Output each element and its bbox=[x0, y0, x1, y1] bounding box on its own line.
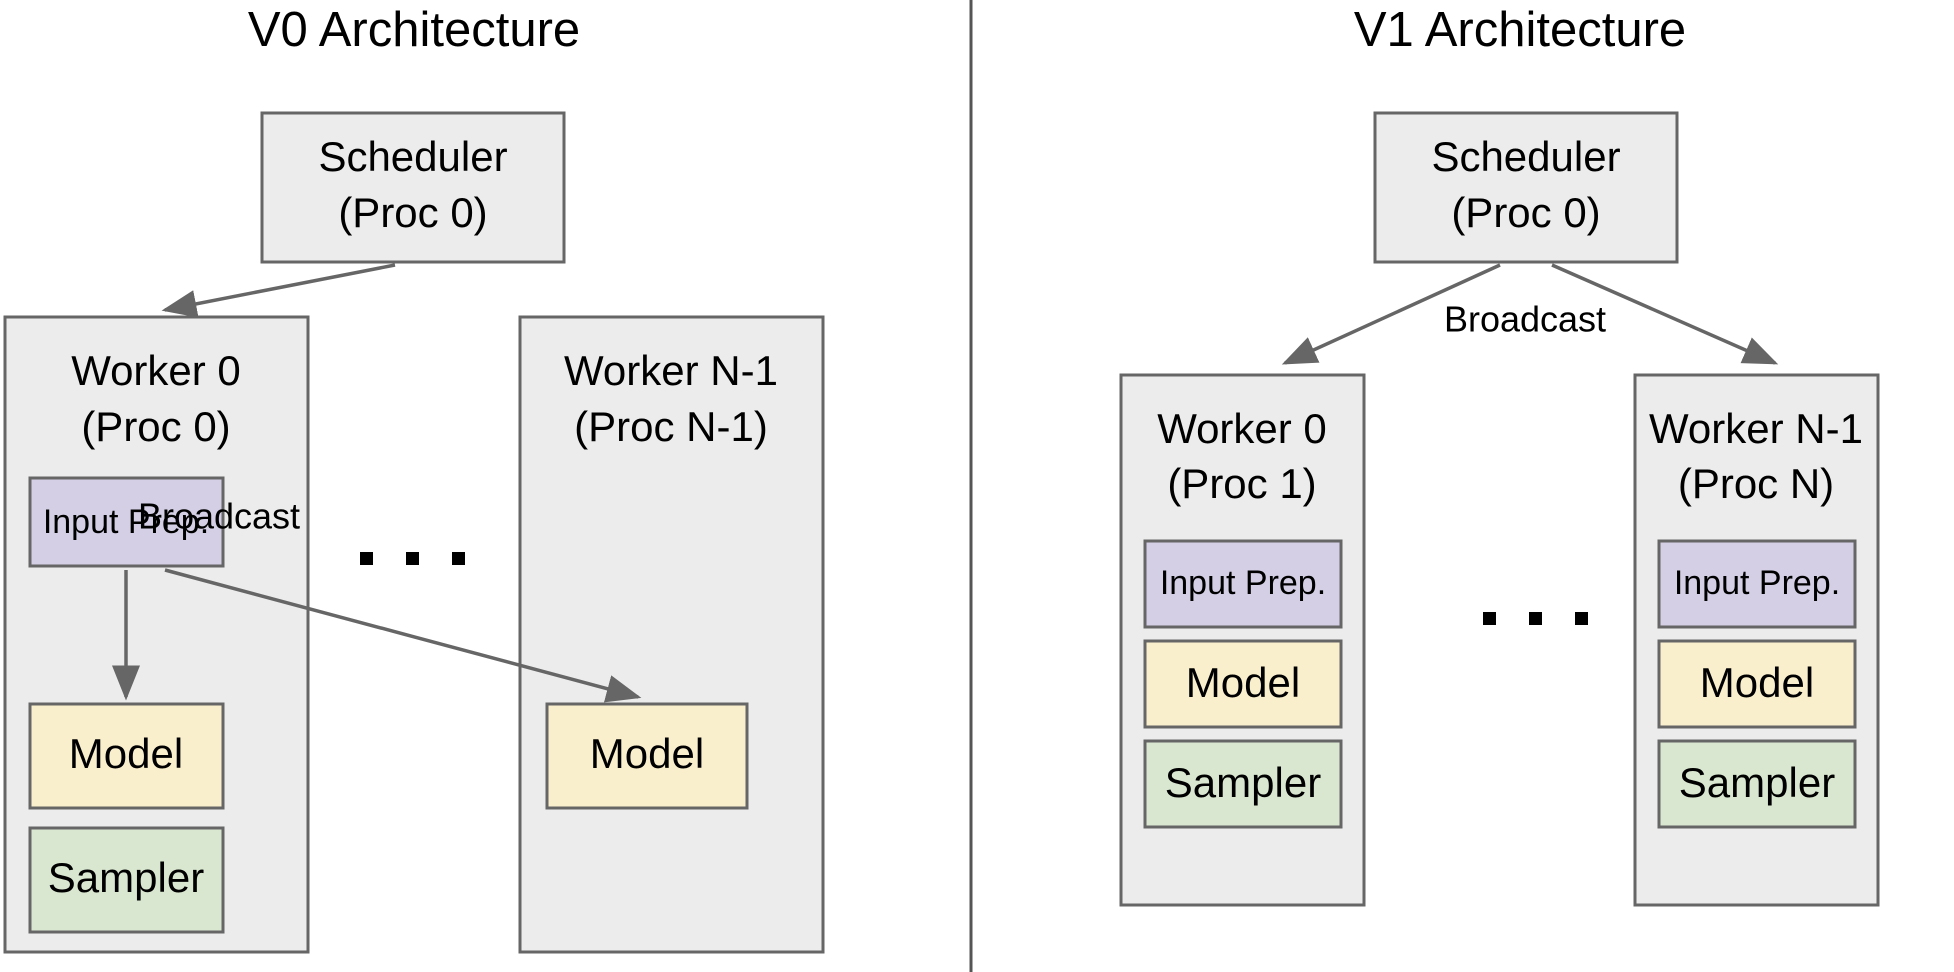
v0-ellipsis-dot-1 bbox=[360, 552, 373, 565]
v0-ellipsis-dot-3 bbox=[452, 552, 465, 565]
v1-ellipsis-dot-3 bbox=[1575, 612, 1588, 625]
v1-worker-n1-input-prep-node[interactable]: Input Prep. bbox=[1657, 539, 1857, 629]
v1-ellipsis bbox=[1483, 612, 1588, 625]
v0-scheduler-box[interactable] bbox=[260, 111, 566, 264]
v1-worker-0-label-line2: (Proc 1) bbox=[1167, 460, 1316, 507]
v0-worker-0-input-prep-label: Input Prep. bbox=[43, 503, 209, 541]
v1-scheduler-node[interactable]: Scheduler (Proc 0) bbox=[1373, 111, 1679, 264]
v1-worker-0-input-prep-label: Input Prep. bbox=[1160, 564, 1326, 602]
v1-worker-n1-node[interactable]: Worker N-1 (Proc N) Input Prep. Model Sa… bbox=[1633, 373, 1880, 907]
v1-worker-0-model-label: Model bbox=[1186, 659, 1300, 706]
v0-worker-n1-label-line1: Worker N-1 bbox=[564, 347, 778, 394]
v0-worker-n1-node[interactable]: Worker N-1 (Proc N-1) Model bbox=[518, 315, 825, 954]
v1-worker-0-sampler-label: Sampler bbox=[1165, 759, 1321, 806]
v1-worker-n1-sampler-node[interactable]: Sampler bbox=[1657, 739, 1857, 829]
panel-v1: V1 Architecture Scheduler (Proc 0) Broad… bbox=[1119, 3, 1880, 907]
v0-scheduler-label-line2: (Proc 0) bbox=[338, 189, 487, 236]
v1-worker-n1-model-label: Model bbox=[1700, 659, 1814, 706]
v0-worker-0-model-node[interactable]: Model bbox=[28, 702, 225, 810]
v1-worker-n1-label-line1: Worker N-1 bbox=[1649, 405, 1863, 452]
v1-worker-n1-model-box[interactable] bbox=[1657, 639, 1857, 729]
v1-worker-n1-sampler-label: Sampler bbox=[1679, 759, 1835, 806]
v1-worker-0-input-prep-box[interactable] bbox=[1143, 539, 1343, 629]
v0-worker-n1-model-node[interactable]: Model bbox=[545, 702, 749, 810]
v1-worker-0-sampler-node[interactable]: Sampler bbox=[1143, 739, 1343, 829]
v0-worker-0-model-label: Model bbox=[69, 730, 183, 777]
v1-scheduler-label-line2: (Proc 0) bbox=[1451, 189, 1600, 236]
v1-scheduler-label-line1: Scheduler bbox=[1431, 133, 1620, 180]
v0-edge-scheduler-to-worker0 bbox=[161, 263, 396, 318]
v0-ellipsis-dot-2 bbox=[406, 552, 419, 565]
v1-worker-n1-input-prep-label: Input Prep. bbox=[1674, 564, 1840, 602]
v1-worker-n1-sampler-box[interactable] bbox=[1657, 739, 1857, 829]
v1-worker-0-sampler-box[interactable] bbox=[1143, 739, 1343, 829]
v1-worker-n1-model-node[interactable]: Model bbox=[1657, 639, 1857, 729]
v1-worker-0-model-box[interactable] bbox=[1143, 639, 1343, 729]
v1-scheduler-box[interactable] bbox=[1373, 111, 1679, 264]
v0-worker-n1-model-box[interactable] bbox=[545, 702, 749, 810]
v0-worker-n1-model-label: Model bbox=[590, 730, 704, 777]
v0-scheduler-node[interactable]: Scheduler (Proc 0) bbox=[260, 111, 566, 264]
v0-broadcast-label: Broadcast bbox=[138, 496, 300, 537]
v0-worker-0-node[interactable]: Worker 0 (Proc 0) Input Prep. Model Samp… bbox=[3, 315, 310, 954]
v1-ellipsis-dot-2 bbox=[1529, 612, 1542, 625]
v0-ellipsis bbox=[360, 552, 465, 565]
v0-worker-0-sampler-label: Sampler bbox=[48, 854, 204, 901]
v0-worker-0-sampler-node[interactable]: Sampler bbox=[28, 826, 225, 934]
v1-worker-n1-input-prep-box[interactable] bbox=[1657, 539, 1857, 629]
v0-worker-n1-label-line2: (Proc N-1) bbox=[574, 403, 768, 450]
v0-worker-0-sampler-box[interactable] bbox=[28, 826, 225, 934]
v1-worker-0-label-line1: Worker 0 bbox=[1157, 405, 1327, 452]
v1-edge-scheduler-to-worker0 bbox=[1281, 263, 1501, 365]
v0-scheduler-label-line1: Scheduler bbox=[318, 133, 507, 180]
v0-worker-0-input-prep-box[interactable] bbox=[28, 476, 225, 568]
v1-edge-scheduler-to-workern1 bbox=[1551, 263, 1779, 365]
v1-broadcast-label: Broadcast bbox=[1444, 299, 1606, 340]
v0-edge-inputprep-to-remote-model bbox=[164, 568, 642, 703]
panel-title-v1: V1 Architecture bbox=[1354, 3, 1686, 57]
v0-worker-0-model-box[interactable] bbox=[28, 702, 225, 810]
panel-title-v0: V0 Architecture bbox=[248, 3, 580, 57]
v1-worker-n1-label-line2: (Proc N) bbox=[1678, 460, 1834, 507]
v1-ellipsis-dot-1 bbox=[1483, 612, 1496, 625]
v1-worker-0-model-node[interactable]: Model bbox=[1143, 639, 1343, 729]
v0-worker-0-input-prep-node[interactable]: Input Prep. bbox=[28, 476, 225, 568]
v0-worker-0-label-line1: Worker 0 bbox=[71, 347, 241, 394]
v0-worker-n1-box[interactable] bbox=[518, 315, 825, 954]
v1-worker-0-input-prep-node[interactable]: Input Prep. bbox=[1143, 539, 1343, 629]
v1-worker-0-node[interactable]: Worker 0 (Proc 1) Input Prep. Model Samp… bbox=[1119, 373, 1366, 907]
panel-v0: V0 Architecture Scheduler (Proc 0) Worke… bbox=[3, 3, 825, 954]
v0-worker-0-label-line2: (Proc 0) bbox=[81, 403, 230, 450]
